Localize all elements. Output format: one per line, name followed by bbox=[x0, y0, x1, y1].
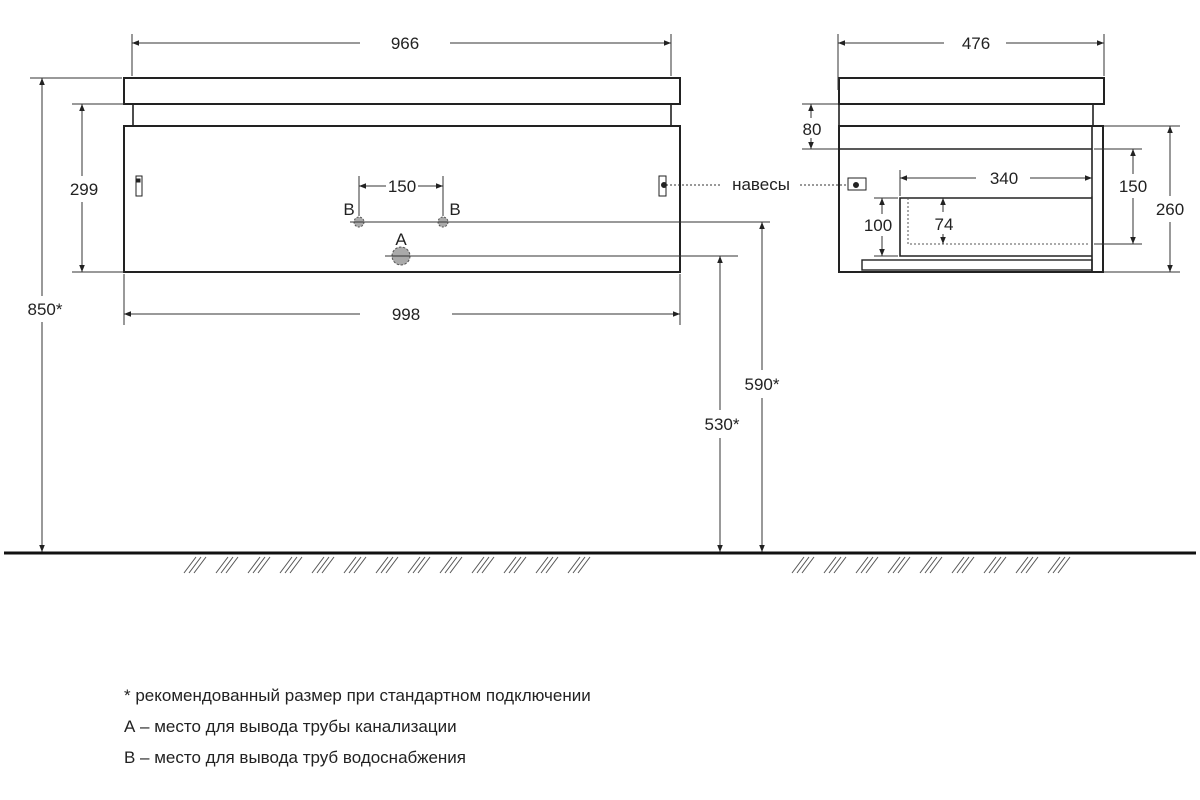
total-height-label: 850* bbox=[28, 300, 63, 319]
countertop bbox=[123, 77, 681, 105]
top-gap-label: 80 bbox=[803, 120, 822, 139]
side-labels: 476 80 340 150 260 100 74 bbox=[803, 34, 1185, 235]
depth-label: 476 bbox=[962, 34, 990, 53]
note-recommended-size: * рекомендованный размер при стандартном… bbox=[124, 686, 591, 705]
note-drain-outlet: А – место для вывода трубы канализации bbox=[124, 717, 457, 736]
left-hinge-icon bbox=[135, 175, 143, 197]
pipe-spacing-label: 150 bbox=[388, 177, 416, 196]
floor-hatching-right bbox=[791, 556, 1071, 574]
drawer-front-height-label: 150 bbox=[1119, 177, 1147, 196]
side-recess bbox=[838, 103, 1094, 127]
inner-height-label: 100 bbox=[864, 216, 892, 235]
floor-hatching-left bbox=[183, 556, 591, 574]
side-countertop bbox=[838, 77, 1105, 105]
water-outlet-left-label: B bbox=[343, 200, 354, 219]
side-hinge-icon bbox=[847, 177, 867, 191]
body-height-label: 299 bbox=[70, 180, 98, 199]
drain-height-label: 530* bbox=[705, 415, 740, 434]
drawer-profile bbox=[899, 197, 1092, 257]
water-outlet-right-label: B bbox=[449, 200, 460, 219]
front-dimensions bbox=[30, 34, 848, 552]
side-height-label: 260 bbox=[1156, 200, 1184, 219]
top-width-label: 966 bbox=[391, 34, 419, 53]
body-width-label: 998 bbox=[392, 305, 420, 324]
legend-notes: * рекомендованный размер при стандартном… bbox=[124, 684, 591, 777]
technical-drawing: 966 998 299 850* 150 B B A 590* 530* нав… bbox=[4, 34, 1196, 574]
front-labels: 966 998 299 850* 150 B B A 590* 530* нав… bbox=[28, 34, 790, 434]
side-body bbox=[838, 125, 1104, 273]
note-water-outlet: В – место для вывода труб водоснабжения bbox=[124, 748, 466, 767]
side-view bbox=[838, 77, 1105, 273]
right-hinge-icon bbox=[658, 175, 667, 197]
inner-depth-label: 74 bbox=[935, 215, 954, 234]
cabinet-recess bbox=[132, 103, 672, 127]
side-dimensions bbox=[802, 34, 1180, 273]
hinge-label: навесы bbox=[732, 175, 790, 194]
drain-outlet-label: A bbox=[395, 230, 407, 249]
cabinet-body bbox=[123, 125, 681, 273]
drawer-depth-label: 340 bbox=[990, 169, 1018, 188]
floor bbox=[4, 551, 1196, 574]
water-height-label: 590* bbox=[745, 375, 780, 394]
